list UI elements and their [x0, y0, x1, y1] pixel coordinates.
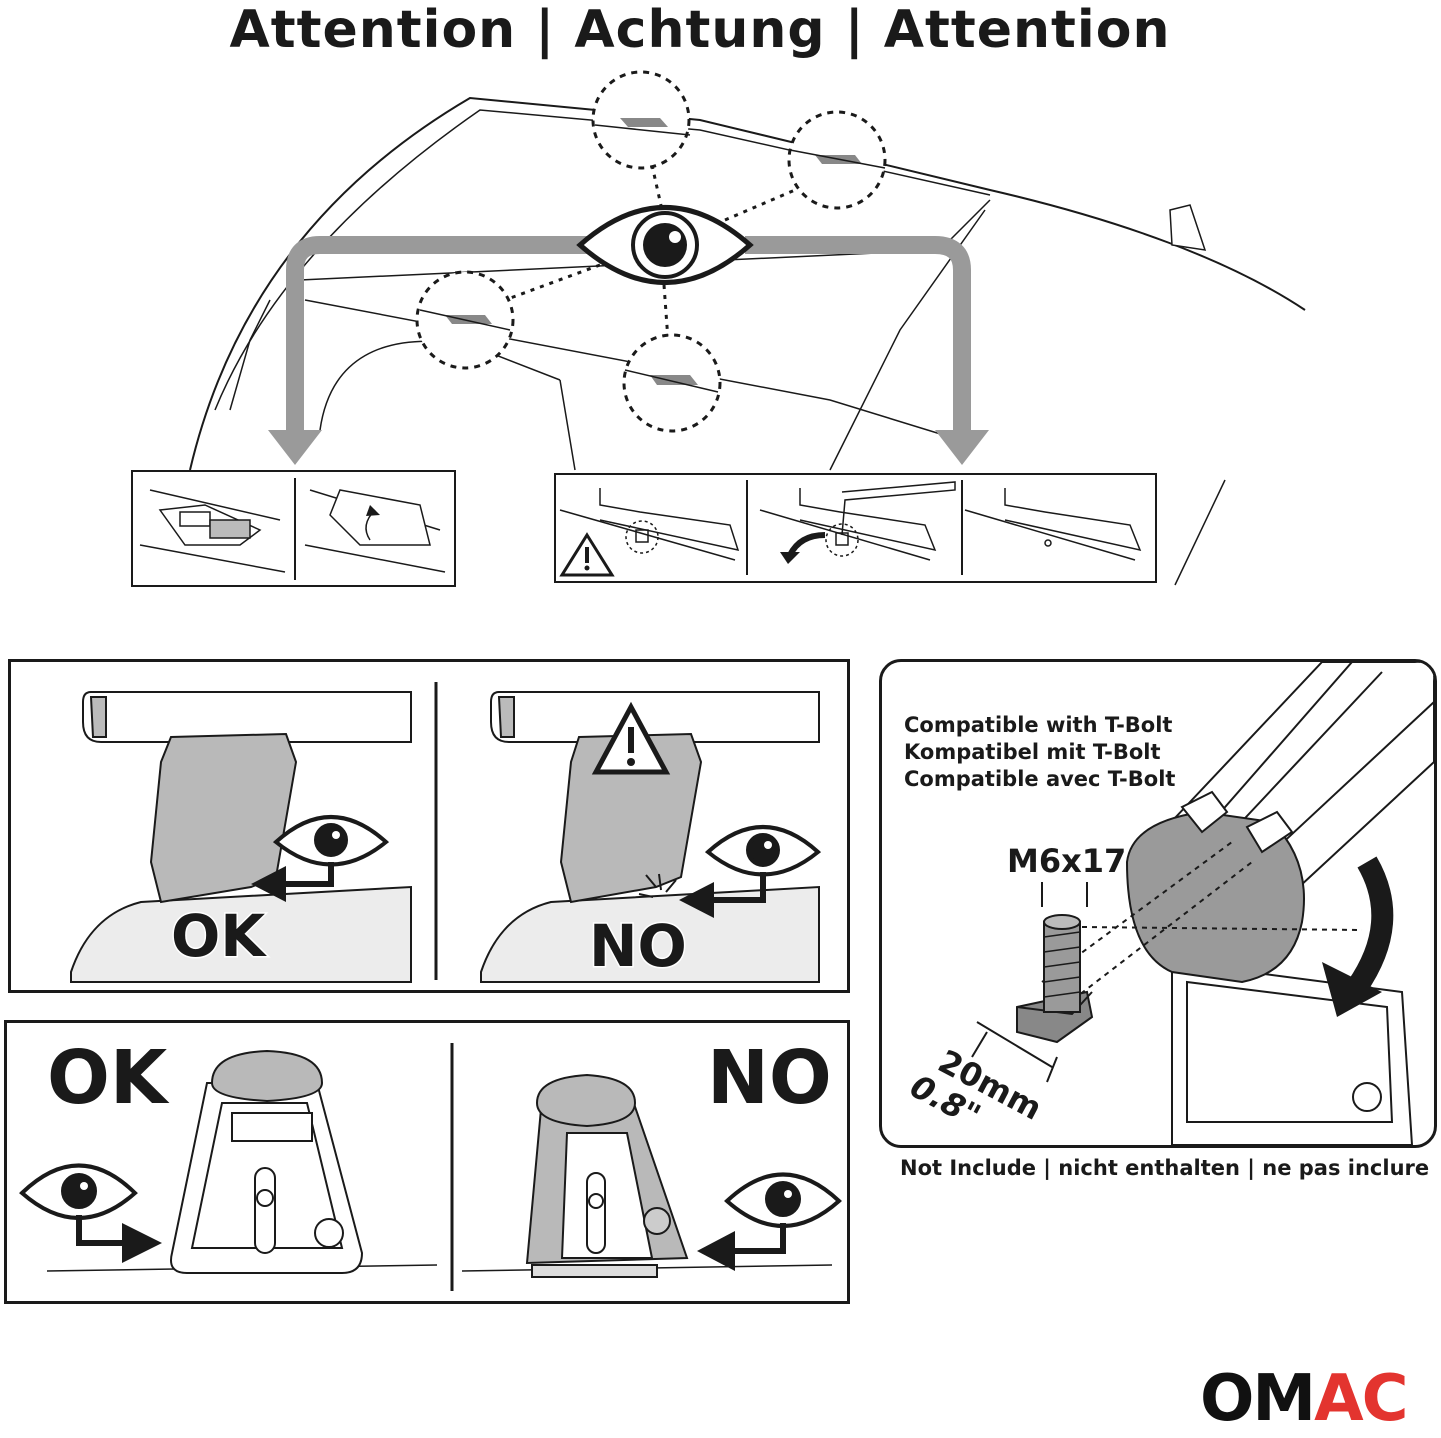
tbolt-line-de: Kompatibel mit T-Bolt	[904, 740, 1161, 764]
not-included-caption: Not Include | nicht enthalten | ne pas i…	[900, 1156, 1430, 1180]
eye-icon	[19, 1163, 138, 1246]
ok-label: OK	[169, 901, 266, 972]
tbolt-panel: Compatible with T-Bolt Kompatibel mit T-…	[879, 659, 1437, 1148]
eye-icon	[272, 815, 390, 887]
eye-icon	[576, 205, 754, 285]
fit-panel: OK NO	[8, 659, 850, 993]
logo-part-om: OM	[1200, 1362, 1316, 1436]
page-title: Attention | Achtung | Attention	[229, 0, 1171, 60]
warning-icon	[559, 532, 615, 577]
tbolt-line-fr: Compatible avec T-Bolt	[904, 767, 1176, 791]
no-label: NO	[707, 1035, 832, 1121]
logo-part-ac: AC	[1314, 1362, 1408, 1436]
bolt-size-label: M6x17	[1007, 842, 1127, 880]
tbolt-line-en: Compatible with T-Bolt	[904, 713, 1173, 737]
car-roof-diagram	[131, 70, 1306, 587]
eye-icon	[704, 825, 822, 903]
omac-logo: OMAC	[1200, 1362, 1409, 1436]
t-bolt-icon	[971, 882, 1094, 1083]
ok-label: OK	[47, 1035, 168, 1121]
eye-icon	[724, 1172, 842, 1254]
warning-icon	[591, 701, 671, 775]
front-view-panel: OK NO	[4, 1020, 850, 1304]
no-label: NO	[588, 911, 689, 982]
